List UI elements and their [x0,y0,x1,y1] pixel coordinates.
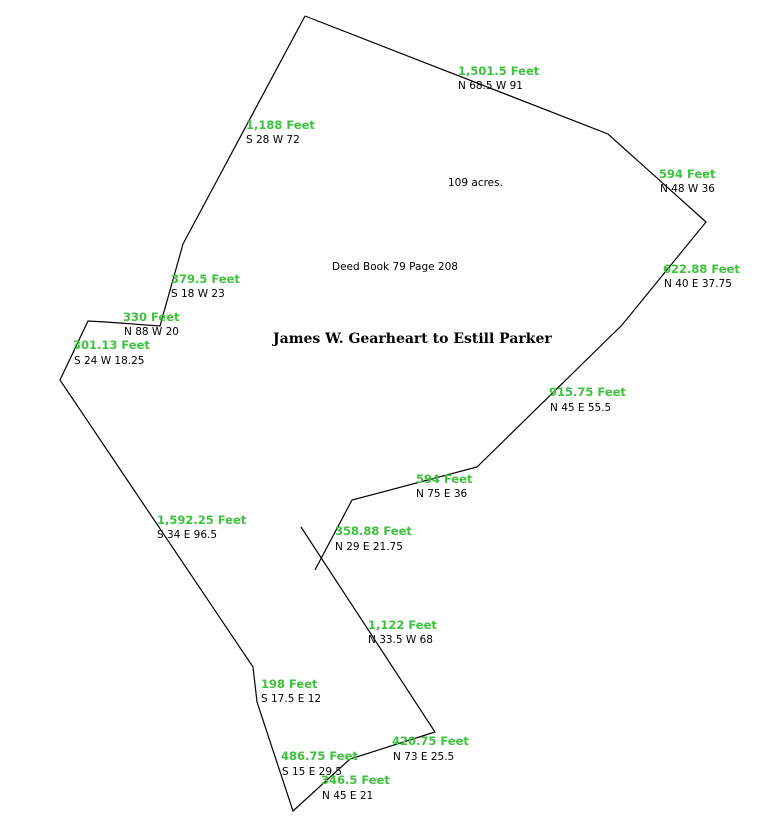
course-bearing: S 17.5 E 12 [261,693,321,705]
course-bearing: N 75 E 36 [416,488,468,500]
tract-boundary [59,15,707,813]
course-label-c16: 346.5 Feet N 45 E 21 [321,773,390,802]
course-distance: 379.5 Feet [171,272,240,286]
course-distance: 622.88 Feet [663,262,740,276]
deed-reference: Deed Book 79 Page 208 [332,261,458,273]
course-labels: 1,501.5 Feet N 68.5 W 91 1,188 Feet S 28… [73,64,740,802]
course-label-c9: 594 Feet N 75 E 36 [416,472,473,500]
course-bearing: N 68.5 W 91 [458,80,523,92]
course-label-c7: 301.13 Feet S 24 W 18.25 [73,338,150,367]
course-bearing: N 48 W 36 [660,183,715,195]
course-bearing: N 29 E 21.75 [335,541,403,553]
course-bearing: S 28 W 72 [246,134,300,146]
course-bearing: N 88 W 20 [124,326,179,338]
course-distance: 358.88 Feet [335,524,412,538]
course-distance: 420.75 Feet [392,734,469,748]
course-distance: 1,501.5 Feet [458,64,540,78]
course-distance: 594 Feet [416,472,473,486]
course-label-c10: 1,592.25 Feet S 34 E 96.5 [157,513,247,541]
course-label-c14: 420.75 Feet N 73 E 25.5 [392,734,469,763]
course-label-c4: 622.88 Feet N 40 E 37.75 [663,262,740,290]
course-bearing: N 45 E 21 [322,790,373,802]
course-bearing: N 33.5 W 68 [368,634,433,646]
boundary-main-polyline [304,15,707,571]
course-label-c6: 330 Feet N 88 W 20 [123,310,180,338]
course-label-c1: 1,501.5 Feet N 68.5 W 91 [458,64,540,92]
acreage-label: 109 acres. [448,177,503,189]
course-bearing: S 24 W 18.25 [74,355,144,367]
course-distance: 346.5 Feet [321,773,390,787]
course-distance: 486.75 Feet [281,749,358,763]
course-distance: 330 Feet [123,310,180,324]
course-distance: 594 Feet [659,167,716,181]
course-distance: 1,188 Feet [246,118,315,132]
course-bearing: S 15 E 29.5 [282,766,342,778]
course-label-c3: 594 Feet N 48 W 36 [659,167,716,195]
course-label-c13: 198 Feet S 17.5 E 12 [261,677,321,705]
course-label-c15: 486.75 Feet S 15 E 29.5 [281,749,358,778]
course-label-c5: 379.5 Feet S 18 W 23 [171,272,240,300]
course-bearing: N 73 E 25.5 [393,751,454,763]
course-bearing: S 34 E 96.5 [157,529,217,541]
course-label-c12: 1,122 Feet N 33.5 W 68 [368,618,437,646]
course-distance: 1,122 Feet [368,618,437,632]
course-distance: 1,592.25 Feet [157,513,247,527]
plat-title: James W. Gearheart to Estill Parker [271,331,552,347]
course-bearing: N 45 E 55.5 [550,402,611,414]
course-label-c8: 915.75 Feet N 45 E 55.5 [549,385,626,414]
course-distance: 915.75 Feet [549,385,626,399]
course-distance: 301.13 Feet [73,338,150,352]
boundary-west-polyline [59,15,436,813]
course-bearing: S 18 W 23 [171,288,225,300]
course-distance: 198 Feet [261,677,318,691]
course-label-c2: 1,188 Feet S 28 W 72 [246,118,315,146]
course-bearing: N 40 E 37.75 [664,278,732,290]
course-label-c11: 358.88 Feet N 29 E 21.75 [335,524,412,553]
